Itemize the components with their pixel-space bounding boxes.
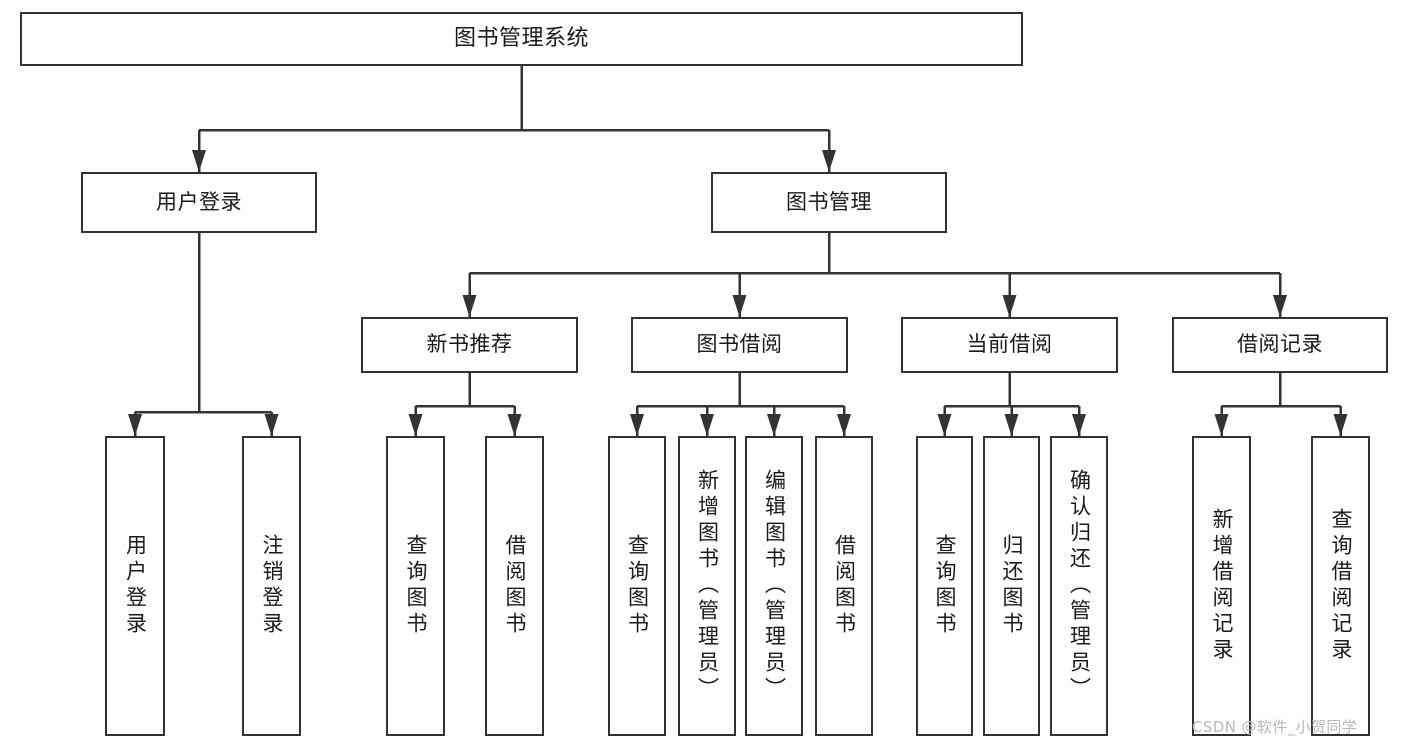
node-label: 注销登录: [260, 534, 284, 638]
node-label: 归还图书: [1000, 534, 1024, 638]
node-current-borrow[interactable]: 当前借阅: [901, 317, 1118, 373]
arrowhead-icon: [192, 150, 206, 172]
arrowhead-icon: [937, 414, 952, 436]
node-leaf-borrow-1[interactable]: 借阅图书: [485, 436, 544, 736]
node-label: 借阅图书: [832, 534, 857, 638]
node-leaf-add-book[interactable]: 新增图书（管理员）: [678, 436, 736, 736]
arrowhead-icon: [1004, 414, 1019, 436]
node-leaf-borrow-2[interactable]: 借阅图书: [815, 436, 873, 736]
arrowhead-icon: [408, 414, 423, 436]
node-label: 新增图书（管理员）: [695, 469, 720, 703]
node-label: 查询借阅记录: [1329, 508, 1353, 664]
arrowhead-icon: [1214, 414, 1229, 436]
node-label: 新书推荐: [426, 332, 513, 357]
node-user-login[interactable]: 用户登录: [81, 172, 317, 233]
node-label: 图书管理: [786, 189, 872, 214]
node-label: 确认归还（管理员）: [1067, 469, 1092, 703]
node-label: 用户登录: [156, 189, 242, 214]
node-leaf-query-2[interactable]: 查询图书: [608, 436, 666, 736]
arrowhead-icon: [507, 414, 522, 436]
arrowhead-icon: [767, 414, 781, 436]
arrowhead-icon: [1273, 295, 1287, 317]
arrowhead-icon: [1002, 295, 1017, 317]
arrowhead-icon: [837, 414, 851, 436]
arrowhead-icon: [822, 150, 836, 172]
node-label: 查询图书: [625, 534, 650, 638]
node-leaf-query-1[interactable]: 查询图书: [386, 436, 445, 736]
arrowhead-icon: [1072, 414, 1086, 436]
node-label: 借阅记录: [1237, 332, 1323, 357]
arrowhead-icon: [732, 295, 747, 317]
node-label: 查询图书: [933, 534, 957, 638]
arrowhead-icon: [264, 414, 279, 436]
node-label: 用户登录: [123, 534, 148, 638]
arrowhead-icon: [128, 414, 142, 436]
node-leaf-logout[interactable]: 注销登录: [242, 436, 301, 736]
node-leaf-query-rec[interactable]: 查询借阅记录: [1311, 436, 1370, 736]
node-leaf-query-3[interactable]: 查询图书: [916, 436, 973, 736]
node-label: 新增借阅记录: [1210, 508, 1234, 664]
node-leaf-edit-book[interactable]: 编辑图书（管理员）: [745, 436, 803, 736]
node-label: 借阅图书: [503, 534, 527, 638]
node-label: 图书管理系统: [453, 25, 589, 51]
node-leaf-confirm[interactable]: 确认归还（管理员）: [1050, 436, 1108, 736]
arrowhead-icon: [630, 414, 644, 436]
arrowhead-icon: [462, 295, 477, 317]
node-leaf-user-login[interactable]: 用户登录: [105, 436, 165, 736]
node-root[interactable]: 图书管理系统: [20, 12, 1023, 66]
arrowhead-icon: [700, 414, 714, 436]
node-book-borrow[interactable]: 图书借阅: [631, 317, 848, 373]
arrowhead-icon: [1333, 414, 1348, 436]
node-borrow-record[interactable]: 借阅记录: [1172, 317, 1388, 373]
node-label: 编辑图书（管理员）: [762, 469, 787, 703]
node-leaf-return[interactable]: 归还图书: [983, 436, 1040, 736]
node-label: 查询图书: [404, 534, 428, 638]
node-label: 当前借阅: [966, 332, 1053, 357]
node-book-manage[interactable]: 图书管理: [711, 172, 947, 233]
node-leaf-add-rec[interactable]: 新增借阅记录: [1192, 436, 1251, 736]
node-new-book-rec[interactable]: 新书推荐: [361, 317, 578, 373]
node-label: 图书借阅: [696, 332, 783, 357]
